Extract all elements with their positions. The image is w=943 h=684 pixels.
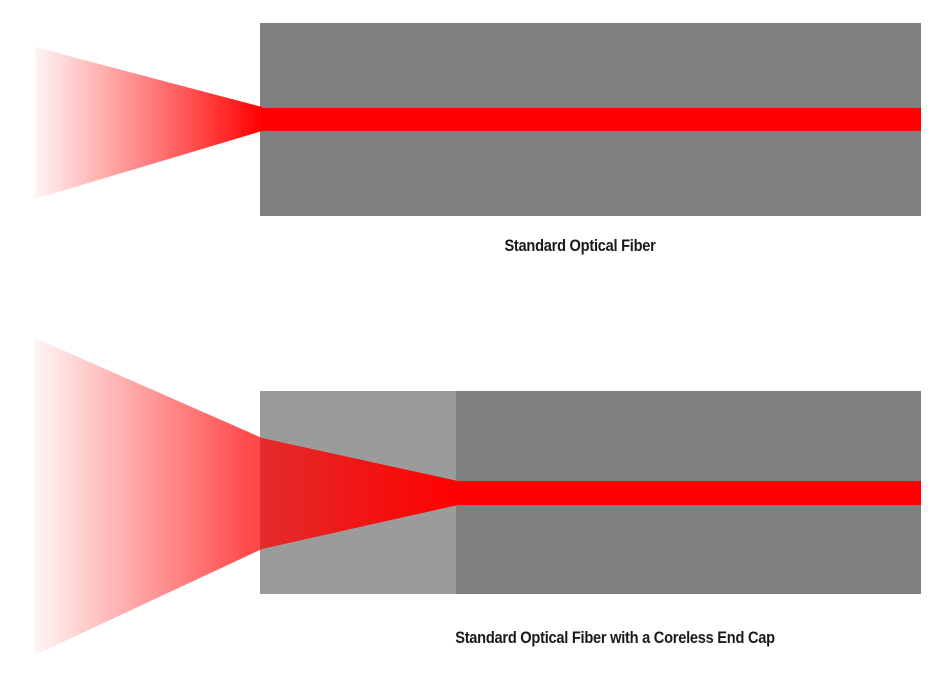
standard-fiber-diagram bbox=[35, 23, 921, 216]
end-cap-fiber-caption: Standard Optical Fiber with a Coreless E… bbox=[455, 628, 775, 647]
incident-beam-cone bbox=[35, 47, 262, 199]
fiber-core-beam bbox=[260, 108, 921, 131]
fiber-core-beam bbox=[456, 481, 921, 505]
standard-fiber-caption: Standard Optical Fiber bbox=[504, 236, 656, 255]
end-cap-fiber-diagram bbox=[35, 338, 921, 655]
incident-beam-cone bbox=[35, 338, 458, 655]
